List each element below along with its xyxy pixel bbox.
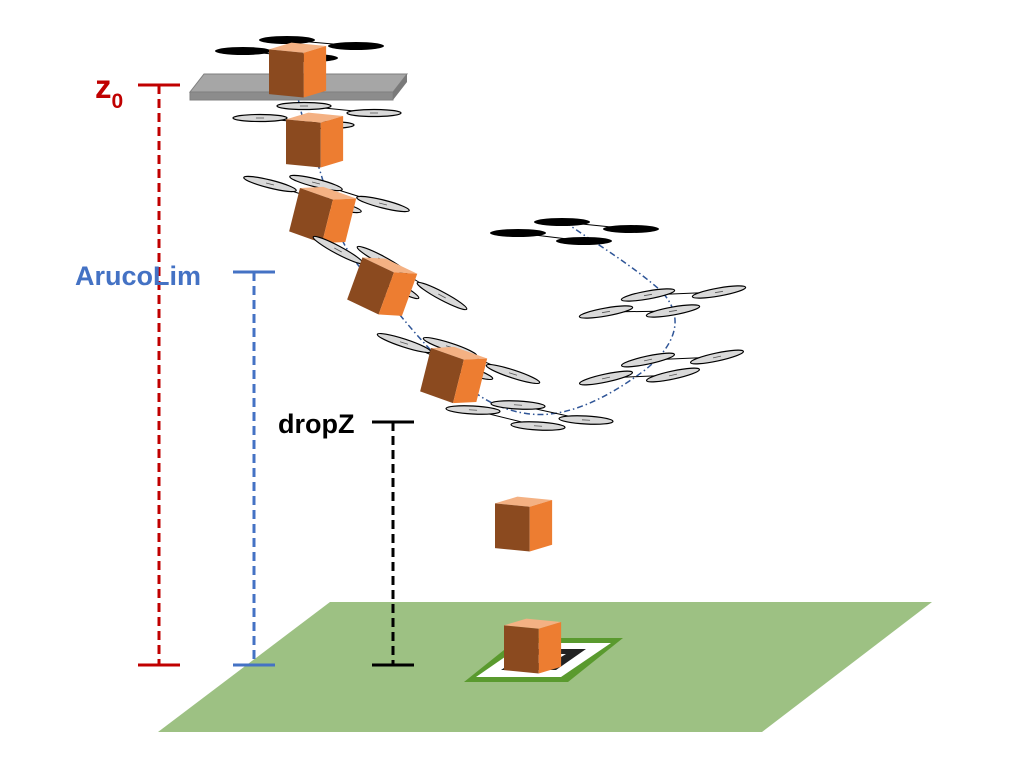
box-front-face: [289, 187, 333, 244]
rotor-hub: [601, 310, 611, 314]
payload-box: [420, 346, 488, 404]
rotor-hub: [508, 372, 518, 376]
rotor-hub: [265, 182, 275, 186]
payload-box: [269, 42, 327, 98]
rotor-hub: [438, 293, 446, 299]
drop-z-label: dropZ: [278, 409, 354, 439]
platform-side: [393, 74, 407, 100]
drone: [445, 400, 614, 431]
drone-group: [188, 36, 747, 674]
payload-box: [504, 618, 562, 674]
aruco-limit-height-bar: [233, 270, 275, 667]
payload-box: [286, 112, 344, 168]
rotor-blade: [215, 47, 271, 55]
rotor-hub: [334, 247, 342, 253]
z0-height-bar: [138, 83, 180, 667]
box-front-face: [420, 347, 464, 404]
rotor-hub: [712, 355, 722, 359]
box-side-face: [529, 500, 553, 552]
box-top-face: [504, 618, 562, 629]
box-top-face: [286, 112, 344, 123]
payload-box: [289, 186, 357, 244]
box-side-face: [303, 46, 327, 98]
box-side-face: [452, 358, 488, 404]
rotor-hub: [399, 341, 409, 345]
rotor-hub: [601, 376, 611, 380]
drone: [578, 285, 747, 319]
rotor-hub: [714, 290, 724, 294]
rotor-blade: [328, 42, 384, 50]
box-side-face: [378, 272, 418, 316]
drop-z-height-bar: [372, 420, 414, 667]
box-front-face: [269, 49, 304, 98]
box-side-face: [321, 198, 357, 244]
aruco-limit-label: ArucoLim: [75, 261, 201, 291]
box-front-face: [495, 503, 530, 552]
rotor-blade: [603, 225, 659, 233]
box-front-face: [347, 257, 394, 315]
drone: [578, 349, 745, 386]
box-side-face: [538, 622, 562, 674]
payload-box: [495, 496, 553, 552]
payload-box: [347, 257, 418, 316]
z0-label: z0: [95, 68, 123, 113]
z0-label-main: z: [95, 68, 112, 105]
rotor-hub: [668, 309, 678, 313]
rotor-hub: [668, 373, 678, 377]
rotor-hub: [643, 358, 653, 362]
rotor-blade: [259, 36, 315, 44]
box-top-face: [495, 496, 553, 507]
box-front-face: [286, 119, 321, 168]
rotor-hub: [378, 202, 388, 206]
box-side-face: [320, 116, 344, 168]
rotor-hub: [311, 181, 321, 185]
box-top-face: [430, 346, 488, 360]
box-top-face: [269, 42, 327, 53]
box-front-face: [504, 625, 539, 674]
drone: [490, 218, 659, 245]
box-top-face: [362, 257, 418, 274]
rotor-blade: [556, 237, 612, 245]
rotor-hub: [643, 293, 653, 297]
rotor-blade: [534, 218, 590, 226]
rotor-blade: [490, 229, 546, 237]
z0-label-subscript: 0: [112, 90, 124, 113]
box-top-face: [299, 186, 357, 200]
